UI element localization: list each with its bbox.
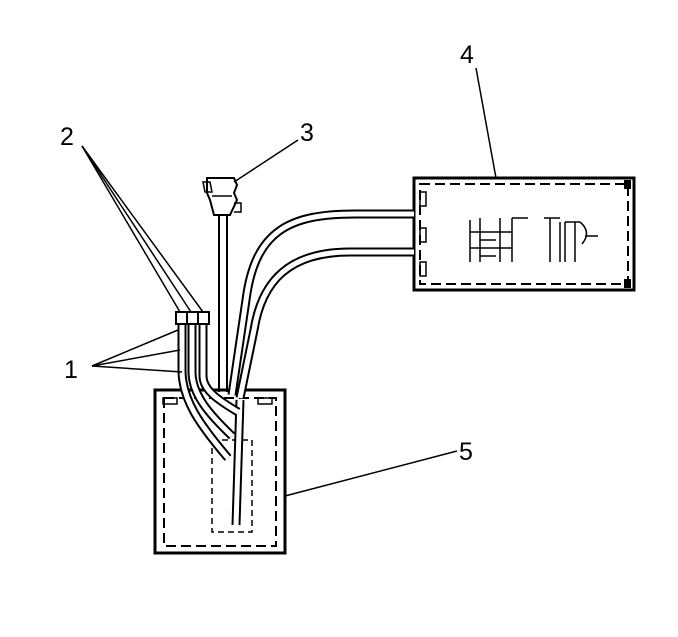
callout-5: 5 (459, 438, 473, 466)
callout-4: 4 (460, 41, 474, 69)
component-4-internal-parts (469, 217, 598, 262)
component-4-box (412, 176, 636, 292)
leader-lines (81, 67, 497, 497)
callout-3: 3 (300, 119, 314, 147)
hoses-to-component-4 (227, 209, 414, 526)
component-2-caps (175, 311, 210, 325)
callout-2: 2 (60, 123, 74, 151)
callout-1: 1 (64, 356, 78, 384)
component-1-hoses (177, 325, 241, 461)
component-5-box (153, 388, 287, 555)
